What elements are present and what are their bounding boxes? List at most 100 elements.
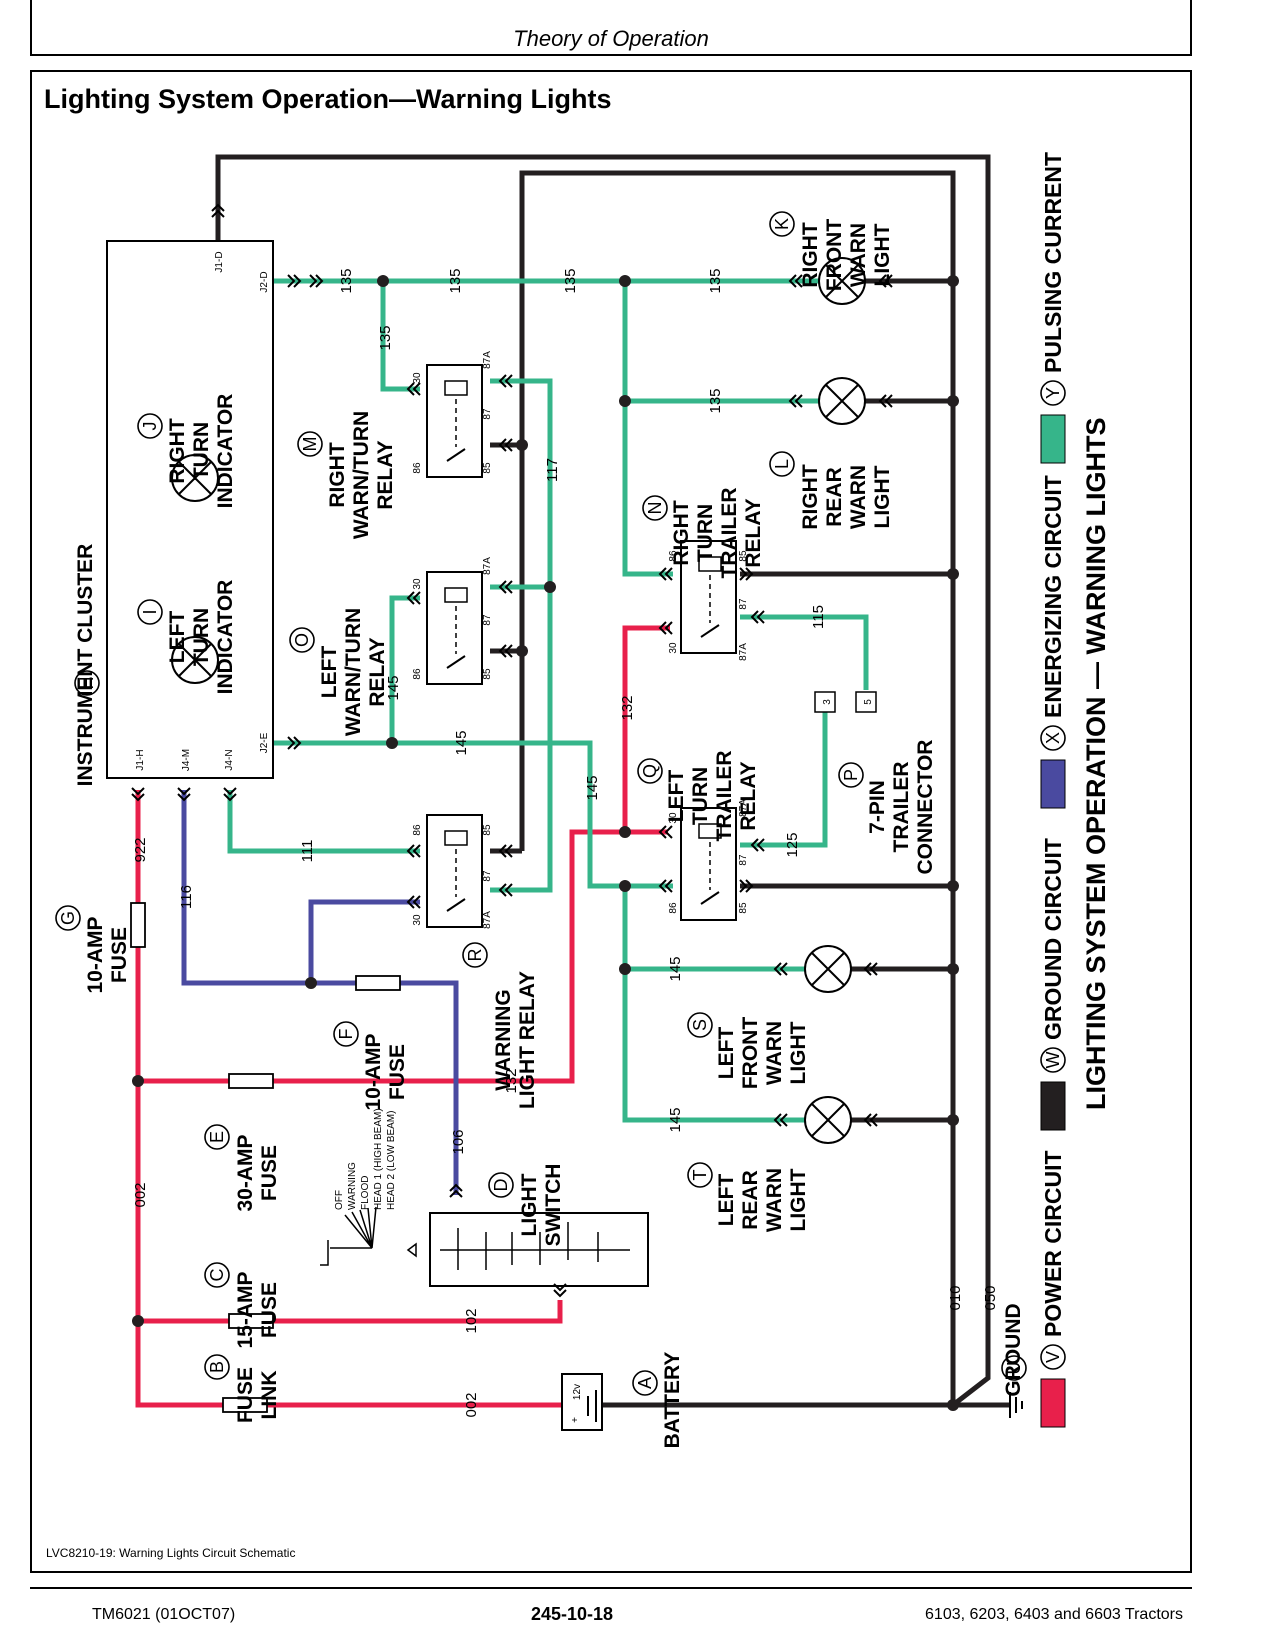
- relay-r-pin: 86: [412, 824, 423, 836]
- left-front-warn-light-cross: [811, 952, 845, 986]
- relay-r-pin: 30: [412, 914, 423, 926]
- wire-number-145: 145: [385, 675, 402, 700]
- component-n-callout: [642, 495, 668, 521]
- relay-o-label-line: WARN/TURN: [342, 608, 365, 736]
- relay-n-label-line: TURN: [694, 504, 717, 562]
- j1-h-chevron: [131, 787, 145, 802]
- component-o-callout: [289, 627, 315, 653]
- j1-d-chevron: [211, 203, 225, 218]
- component-m-callout-letter: M: [300, 437, 320, 452]
- wire-145-main: [273, 740, 673, 889]
- junction-dot: [947, 395, 959, 407]
- wire-050: [215, 154, 991, 1407]
- relay-q-pin: 87: [738, 854, 749, 866]
- component-i-callout-letter: I: [140, 609, 160, 614]
- relay-n-chevron: [658, 621, 673, 635]
- relay-m-contact: [446, 448, 466, 462]
- component-u-callout-letter: U: [1004, 1362, 1024, 1375]
- component-a-callout-letter: A: [635, 1377, 655, 1389]
- relay-n-label-line: RIGHT: [670, 500, 693, 566]
- fuse-e: [228, 1073, 274, 1089]
- j2-e-chevron: [287, 736, 302, 750]
- fuse-link-label-line: FUSE: [234, 1367, 257, 1423]
- switch-position-label: HEAD 2 (LOW BEAM): [386, 1111, 397, 1210]
- fuse-f: [355, 975, 401, 991]
- relay-m: [426, 364, 483, 478]
- right-turn-indicator-label-line: TURN: [190, 422, 213, 480]
- fuse-c-label-line: FUSE: [258, 1282, 281, 1338]
- component-h-callout-letter: H: [77, 677, 97, 690]
- relay-q-chevron: [658, 825, 673, 839]
- component-g-callout-letter: G: [58, 911, 78, 925]
- relay-o-label-line: RELAY: [366, 637, 389, 706]
- legend-callout-w: [1040, 1047, 1066, 1073]
- relay-q-pin: 85: [738, 902, 749, 914]
- wire-number-102: 102: [463, 1308, 480, 1333]
- wire-number-135: 135: [377, 325, 394, 350]
- relay-r-label-line: LIGHT RELAY: [516, 971, 539, 1109]
- legend-label-y: PULSING CURRENT: [1040, 152, 1066, 373]
- wire-117: [490, 378, 553, 893]
- relay-n: [680, 540, 737, 654]
- right-rear-gnd-chevron: [878, 394, 893, 408]
- wire-number-922: 922: [132, 837, 149, 862]
- component-j-callout-letter: J: [140, 422, 160, 431]
- junction-dot: [516, 439, 528, 451]
- relay-m-coil: [444, 380, 468, 396]
- right-front-gnd-chevron: [878, 274, 893, 288]
- switch-position-label: WARNING: [347, 1162, 358, 1210]
- fuse-e-label-line: 30-AMP: [234, 1134, 257, 1211]
- ground-label-line: GROUND: [1002, 1303, 1025, 1396]
- relay-m-label-line: WARN/TURN: [350, 411, 373, 539]
- right-turn-indicator-label-line: INDICATOR: [214, 394, 237, 509]
- footer-rule: [30, 1587, 1192, 1589]
- relay-o-pin: 86: [412, 668, 423, 680]
- wire-145-relay-o: [389, 595, 420, 743]
- relay-n-pin: 85: [738, 550, 749, 562]
- relay-m-pin: 86: [412, 462, 423, 474]
- wire-number-135: 135: [562, 268, 579, 293]
- component-b-callout-letter: B: [207, 1361, 227, 1373]
- legend-swatch-w: [1040, 1081, 1066, 1131]
- j4-m-chevron: [177, 787, 191, 802]
- junction-dot: [619, 275, 631, 287]
- component-m-callout: [297, 431, 323, 457]
- footer-page-number: 245-10-18: [531, 1604, 614, 1624]
- junction-dot: [619, 826, 631, 838]
- relay-o-pin: 87: [482, 614, 493, 626]
- left-front-gnd-chevron: [863, 962, 878, 976]
- fuse-f-label-line: FUSE: [386, 1044, 409, 1100]
- legend-letter: X: [1043, 732, 1063, 744]
- relay-m-pin: 87: [482, 408, 493, 420]
- left-rear-warn-light-label-line: LEFT: [715, 1174, 738, 1227]
- component-d-callout-letter: D: [491, 1179, 511, 1192]
- component-r-callout-letter: R: [465, 949, 485, 962]
- trailer-connector-label-line: TRAILER: [890, 762, 913, 853]
- component-q-callout: [637, 758, 663, 784]
- wire-number-002: 002: [463, 1392, 480, 1417]
- component-l-callout: [769, 451, 795, 477]
- left-front-warn-light-label-line: LIGHT: [787, 1021, 810, 1084]
- relay-r-chevron: [498, 883, 513, 897]
- legend-callout-y: [1040, 380, 1066, 406]
- relay-r: [426, 814, 483, 928]
- right-rear-warn-light-label-line: RIGHT: [799, 464, 822, 530]
- relay-q-pin: 86: [668, 902, 679, 914]
- footer-models: 6103, 6203, 6403 and 6603 Tractors: [925, 1606, 1183, 1623]
- relay-m-pin: 87A: [482, 351, 493, 369]
- legend-label-x: ENERGIZING CIRCUIT: [1040, 475, 1066, 718]
- component-r-callout: [462, 942, 488, 968]
- junction-dot: [947, 568, 959, 580]
- wire-number-145: 145: [584, 775, 601, 800]
- component-n-callout-letter: N: [645, 502, 665, 515]
- relay-r-chevron: [498, 844, 513, 858]
- component-b-callout: [204, 1354, 230, 1380]
- fuse-link-label-line: LINK: [258, 1371, 281, 1420]
- wire-116-106: [181, 790, 459, 1195]
- relay-n-chevron: [739, 567, 754, 581]
- component-k-callout-letter: K: [772, 218, 792, 230]
- trailer-pin-5-box: [855, 691, 877, 713]
- relay-n-pin: 87A: [738, 643, 749, 661]
- relay-r-coil: [444, 830, 468, 846]
- relay-q-contact: [700, 891, 720, 905]
